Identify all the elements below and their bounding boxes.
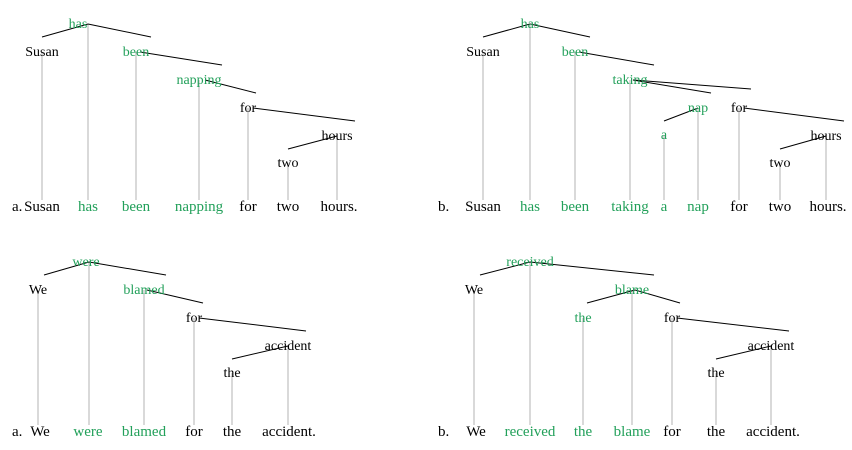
dependency-edge-been-to-napping [139, 51, 223, 66]
dependency-edge-hours-to-two [779, 135, 827, 150]
sentence-word: nap [687, 199, 709, 215]
dependency-edge-been-to-taking [578, 51, 655, 66]
sentence-word: blame [613, 424, 651, 440]
dependency-edge-blame-to-for [634, 289, 681, 304]
sentence-word: been [121, 199, 151, 215]
tree-lines [482, 23, 845, 200]
sentence-word: were [73, 424, 103, 440]
dependency-edge-for-to-accident [676, 317, 790, 332]
tree-lines [37, 261, 307, 425]
example-letter: b. [438, 199, 450, 215]
tree-node: for [239, 101, 257, 116]
tree-node: two [769, 156, 791, 171]
sentence-word: has [520, 199, 540, 215]
dependency-edge-were-to-blamed [88, 261, 167, 276]
sentence-word: accident. [262, 424, 316, 440]
sentence-word: napping [174, 199, 224, 215]
tree-node: Susan [25, 45, 59, 60]
dependency-edge-has-to-been [87, 23, 152, 38]
tree-node: for [185, 311, 203, 326]
dependency-edge-were-to-We [43, 261, 90, 276]
example-letter: a. [12, 424, 23, 440]
tree-node: napping [176, 73, 222, 88]
dependency-edge-napping-to-for [204, 79, 257, 94]
tree-node: accident [264, 339, 312, 354]
dependency-edge-for-to-hours [252, 107, 356, 122]
sentence-word: blamed [121, 424, 167, 440]
sentence-word: has [78, 199, 98, 215]
sentence-word: accident. [746, 424, 800, 440]
sentence-word: taking [611, 199, 649, 215]
tree-node: has [520, 17, 540, 32]
dependency-edge-received-to-We [479, 261, 531, 276]
sentence-word: Susan [24, 199, 60, 215]
sentence-word: hours. [320, 199, 358, 215]
tree-lines [473, 261, 790, 425]
tree-node: blamed [123, 283, 165, 298]
example-letter: a. [12, 199, 23, 215]
sentence-word: Susan [465, 199, 501, 215]
dependency-edge-blamed-to-for [146, 289, 204, 304]
dependency-edge-for-to-hours [743, 107, 845, 122]
sentence-word: a [660, 199, 668, 215]
tree-node: hours [810, 129, 842, 144]
sentence-word: the [573, 424, 593, 440]
tree-node: been [122, 45, 150, 60]
sentence-word: for [730, 199, 748, 215]
tree-node: We [464, 283, 484, 298]
tree-node: taking [612, 73, 648, 88]
tree-node: hours [321, 129, 353, 144]
tree-node: has [68, 17, 88, 32]
sentence-word: the [706, 424, 726, 440]
sentence-word: received [504, 424, 556, 440]
tree-node: a [660, 128, 668, 143]
tree-node: were [72, 255, 100, 270]
tree-node: the [574, 311, 592, 326]
tree-node: been [561, 45, 589, 60]
tree-node: the [707, 366, 725, 381]
sentence-word: for [239, 199, 257, 215]
sentence-word: for [185, 424, 203, 440]
tree-node: nap [687, 101, 709, 116]
tree-node: two [277, 156, 299, 171]
tree-node: received [506, 255, 554, 270]
sentence-word: hours. [809, 199, 847, 215]
dependency-edge-nap-to-a [663, 107, 699, 122]
dependency-edge-has-to-been [529, 23, 591, 38]
tree-node: for [663, 311, 681, 326]
sentence-word: We [30, 424, 50, 440]
dependency-edge-accident-to-the [715, 345, 772, 360]
dependency-edge-has-to-Susan [41, 23, 89, 38]
sentence-word: two [768, 199, 792, 215]
dependency-edge-taking-to-nap [632, 79, 712, 94]
tree-node: We [28, 283, 48, 298]
sentence-word: the [222, 424, 242, 440]
tree-lines [41, 23, 356, 200]
tree-node: blame [614, 283, 650, 298]
dependency-edge-blame-to-the [586, 289, 636, 304]
dependency-edge-for-to-accident [198, 317, 307, 332]
sentence-word: been [560, 199, 590, 215]
sentence-word: We [466, 424, 486, 440]
dependency-edge-hours-to-two [287, 135, 338, 150]
tree-node: the [223, 366, 241, 381]
tree-node: accident [747, 339, 795, 354]
example-letter: b. [438, 424, 450, 440]
sentence-word: for [663, 424, 681, 440]
tree-node: for [730, 101, 748, 116]
dependency-edge-accident-to-the [231, 345, 289, 360]
tree-node: Susan [466, 45, 500, 60]
sentence-word: two [276, 199, 300, 215]
dependency-edge-has-to-Susan [482, 23, 531, 38]
dependency-edge-received-to-blame [529, 261, 655, 276]
dependency-edge-taking-to-for [632, 79, 752, 90]
